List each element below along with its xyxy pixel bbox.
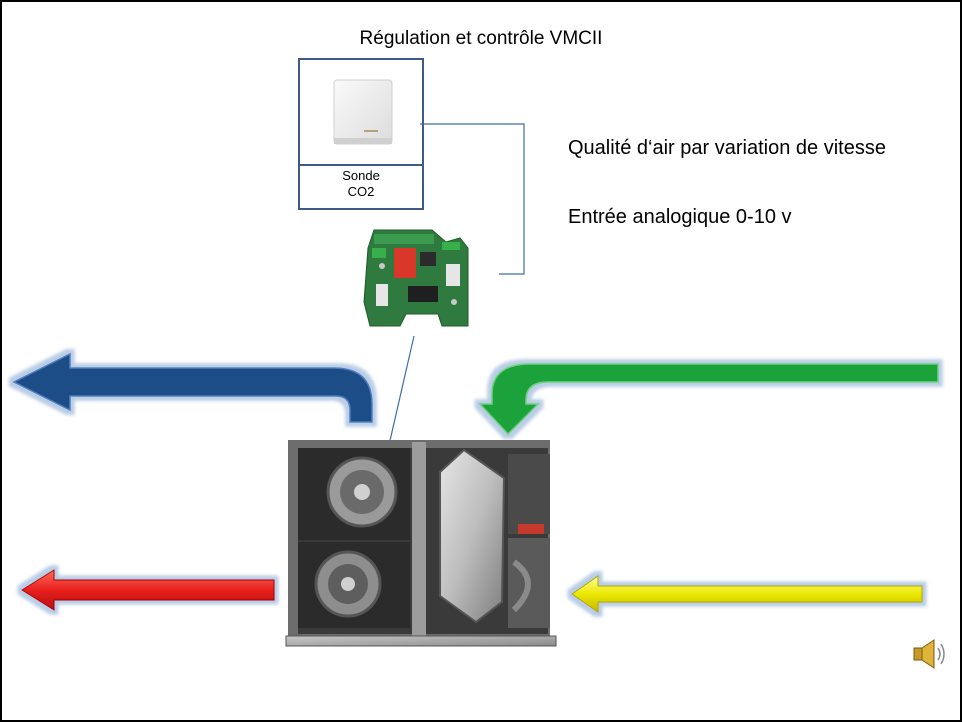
speaker-icon[interactable] (913, 639, 945, 669)
slide-title: Régulation et contrôle VMCII (359, 28, 603, 49)
co2-sensor-image (300, 60, 422, 166)
analog-input-label: Entrée analogique 0-10 v (568, 206, 792, 228)
red-arrow (21, 569, 275, 611)
co2-sensor-card: Sonde CO2 (298, 58, 424, 210)
air-quality-label: Qualité d‘air par variation de vitesse (568, 137, 886, 159)
control-board-image (363, 229, 469, 327)
yellow-arrow (571, 575, 923, 613)
co2-sensor-label: Sonde CO2 (300, 168, 422, 200)
sensor-wire (420, 123, 525, 275)
green-arrow (478, 363, 939, 436)
sensor-label-line2: CO2 (347, 184, 375, 199)
sensor-label-line1: Sonde (342, 168, 380, 183)
blue-arrow (12, 352, 373, 423)
ventilation-unit-image (285, 440, 557, 647)
